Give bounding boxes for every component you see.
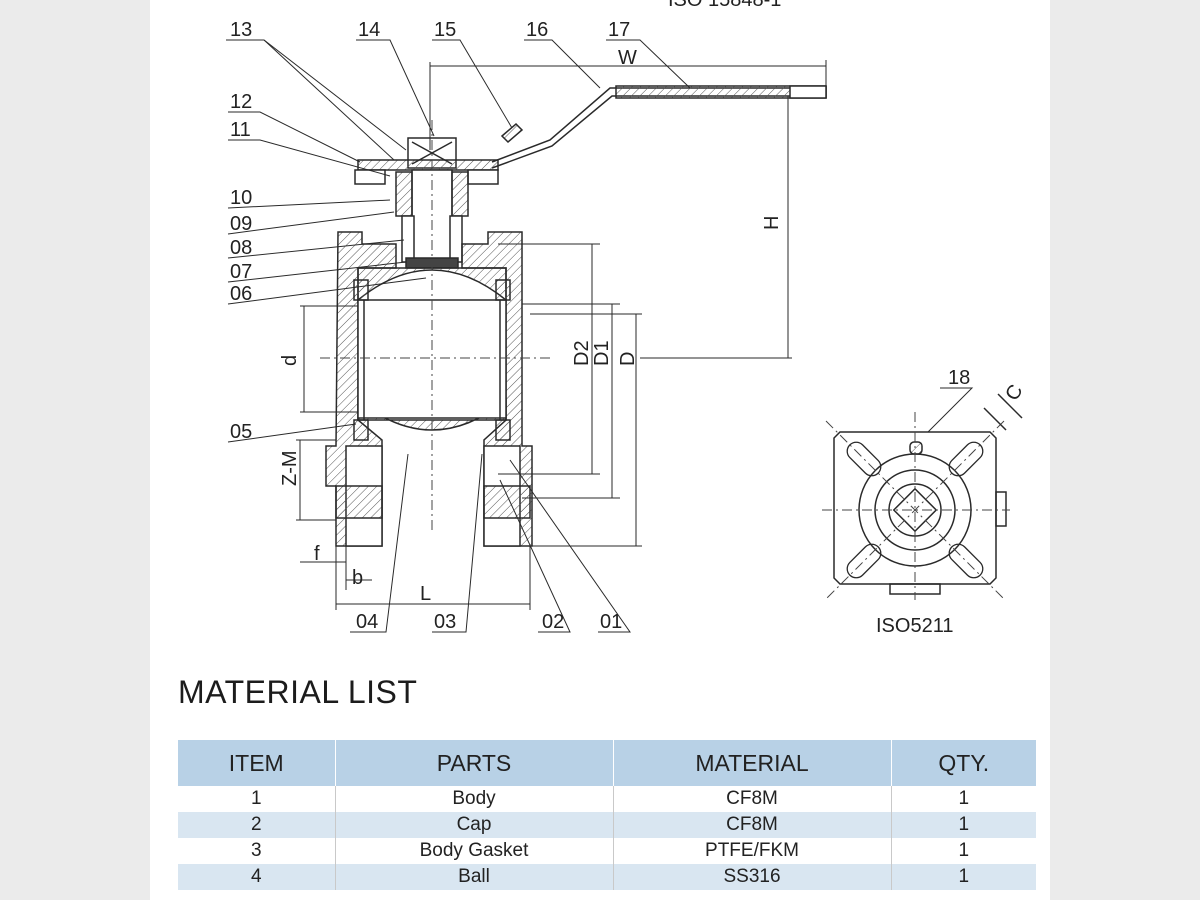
header-material: MATERIAL xyxy=(613,740,892,786)
cell-part: Cap xyxy=(335,812,614,838)
table-row: 4 Ball SS316 1 xyxy=(178,864,1036,890)
callout-14: 14 xyxy=(358,19,380,41)
dimension-z-m: Z-M xyxy=(279,450,301,486)
callout-10: 10 xyxy=(230,187,252,209)
valve-body-section xyxy=(325,231,533,547)
dimension-h: H xyxy=(761,216,783,230)
callout-02: 02 xyxy=(542,611,564,633)
cell-item: 2 xyxy=(178,812,336,838)
dimension-bore-d: d xyxy=(279,355,301,366)
material-list-table: ITEM PARTS MATERIAL QTY. 1 Body CF8M 1 2… xyxy=(178,740,1036,890)
callout-15: 15 xyxy=(434,19,456,41)
dimension-f: f xyxy=(314,543,320,565)
cell-qty: 1 xyxy=(891,864,1036,890)
table-row: 1 Body CF8M 1 xyxy=(178,786,1036,812)
cell-material: PTFE/FKM xyxy=(613,838,892,864)
cell-qty: 1 xyxy=(891,838,1036,864)
table-row: 3 Body Gasket PTFE/FKM 1 xyxy=(178,838,1036,864)
callout-03: 03 xyxy=(434,611,456,633)
center-lines xyxy=(320,120,550,530)
table-header-row: ITEM PARTS MATERIAL QTY. xyxy=(178,740,1036,786)
valve-technical-drawing: ISO 15848-1 xyxy=(226,0,1028,637)
handle-lever xyxy=(491,85,827,169)
standard-header-text: ISO 15848-1 xyxy=(668,0,781,11)
cell-material: CF8M xyxy=(613,786,892,812)
cell-material: SS316 xyxy=(613,864,892,890)
callout-04: 04 xyxy=(356,611,378,633)
callout-13: 13 xyxy=(230,19,252,41)
callout-11: 11 xyxy=(230,119,251,141)
cell-item: 3 xyxy=(178,838,336,864)
dimension-l: L xyxy=(420,583,431,605)
callout-08: 08 xyxy=(230,237,252,259)
callout-labels: 13 14 15 16 17 12 11 10 09 08 07 06 05 0… xyxy=(230,19,970,633)
callout-01: 01 xyxy=(600,611,622,633)
header-parts: PARTS xyxy=(335,740,614,786)
cell-qty: 1 xyxy=(891,786,1036,812)
iso5211-flange-view xyxy=(822,393,1023,600)
callout-leaders xyxy=(226,39,974,633)
dimension-d1: D1 xyxy=(591,340,613,366)
callout-07: 07 xyxy=(230,261,252,283)
callout-17: 17 xyxy=(608,19,630,41)
dimension-d: D xyxy=(617,352,639,366)
callout-18: 18 xyxy=(948,367,970,389)
cell-item: 1 xyxy=(178,786,336,812)
material-list-title: MATERIAL LIST xyxy=(178,674,418,710)
dimension-lines xyxy=(296,60,827,610)
cell-material: CF8M xyxy=(613,812,892,838)
cell-part: Body xyxy=(335,786,614,812)
callout-09: 09 xyxy=(230,213,252,235)
cell-part: Body Gasket xyxy=(335,838,614,864)
iso5211-label: ISO5211 xyxy=(876,615,953,637)
dimension-labels: W H D2 D1 D d Z-M f b L xyxy=(279,47,783,605)
cell-item: 4 xyxy=(178,864,336,890)
header-qty: QTY. xyxy=(891,740,1036,786)
callout-05: 05 xyxy=(230,421,252,443)
cell-qty: 1 xyxy=(891,812,1036,838)
callout-12: 12 xyxy=(230,91,252,113)
table-row: 2 Cap CF8M 1 xyxy=(178,812,1036,838)
cell-part: Ball xyxy=(335,864,614,890)
dimension-b: b xyxy=(352,567,363,589)
dimension-w: W xyxy=(618,47,637,69)
header-item: ITEM xyxy=(178,740,336,786)
callout-16: 16 xyxy=(526,19,548,41)
datasheet-page: ISO 15848-1 xyxy=(150,0,1050,900)
dimension-d2: D2 xyxy=(571,340,593,366)
callout-06: 06 xyxy=(230,283,252,305)
